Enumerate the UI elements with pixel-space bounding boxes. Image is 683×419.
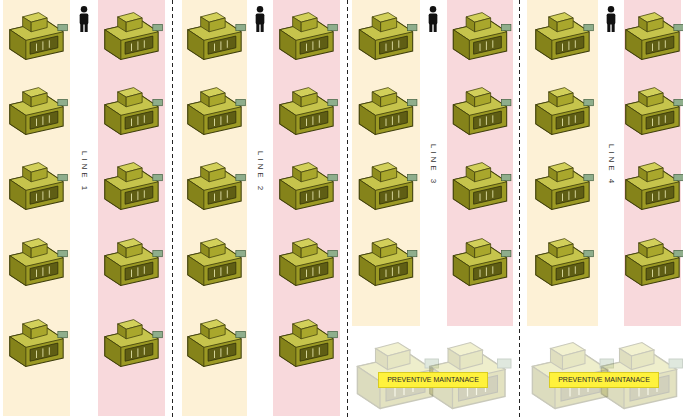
operator-icon xyxy=(429,6,438,32)
machine-icon xyxy=(105,163,163,210)
machine-icon xyxy=(359,13,417,60)
maintenance-box: PREVENTIVE MAINTANACE xyxy=(549,372,659,388)
machine-icon xyxy=(10,13,68,60)
machine-icon xyxy=(280,239,338,286)
machine-icon xyxy=(453,88,511,135)
line-divider xyxy=(519,0,520,419)
machine-zone xyxy=(527,0,598,326)
machine-icon xyxy=(626,13,683,60)
line-label: LINE 4 xyxy=(607,144,616,186)
machine-icon xyxy=(280,320,338,367)
machine-icon xyxy=(188,239,246,286)
machine-icon xyxy=(105,239,163,286)
machine-icon xyxy=(280,163,338,210)
machine-zone xyxy=(273,0,340,416)
machine-icon xyxy=(453,13,511,60)
machine-zone xyxy=(447,0,513,326)
machine-icon xyxy=(536,163,594,210)
machine-icon xyxy=(536,239,594,286)
operator-icon xyxy=(607,6,616,32)
maintenance-box: PREVENTIVE MAINTANACE xyxy=(378,372,488,388)
machine-icon xyxy=(359,88,417,135)
machine-icon xyxy=(105,320,163,367)
machine-icon xyxy=(188,88,246,135)
machine-icon xyxy=(105,88,163,135)
machine-icon xyxy=(359,239,417,286)
machine-icon xyxy=(188,163,246,210)
machine-icon xyxy=(188,13,246,60)
machine-zone xyxy=(182,0,247,416)
line-label: LINE 2 xyxy=(256,151,265,193)
line-divider xyxy=(172,0,173,419)
machine-icon xyxy=(10,320,68,367)
line-label: LINE 3 xyxy=(429,144,438,186)
machine-icon xyxy=(626,88,683,135)
machine-icon xyxy=(536,13,594,60)
machine-icon xyxy=(626,239,683,286)
machine-icon xyxy=(359,163,417,210)
machine-icon xyxy=(626,163,683,210)
machine-icon xyxy=(536,88,594,135)
machine-zone xyxy=(98,0,165,416)
machine-icon xyxy=(453,163,511,210)
machine-icon xyxy=(280,88,338,135)
line-divider xyxy=(347,0,348,419)
operator-icon xyxy=(80,6,89,32)
operator-icon xyxy=(256,6,265,32)
machine-icon xyxy=(188,320,246,367)
machine-icon xyxy=(10,88,68,135)
maintenance-text: PREVENTIVE MAINTANACE xyxy=(387,376,479,384)
machine-icon xyxy=(10,163,68,210)
maintenance-text: PREVENTIVE MAINTANACE xyxy=(558,376,650,384)
machine-icon xyxy=(10,239,68,286)
machine-icon xyxy=(105,13,163,60)
machine-zone xyxy=(3,0,70,416)
machine-icon xyxy=(453,239,511,286)
machine-zone xyxy=(352,0,420,326)
line-label: LINE 1 xyxy=(80,151,89,193)
machine-icon xyxy=(280,13,338,60)
